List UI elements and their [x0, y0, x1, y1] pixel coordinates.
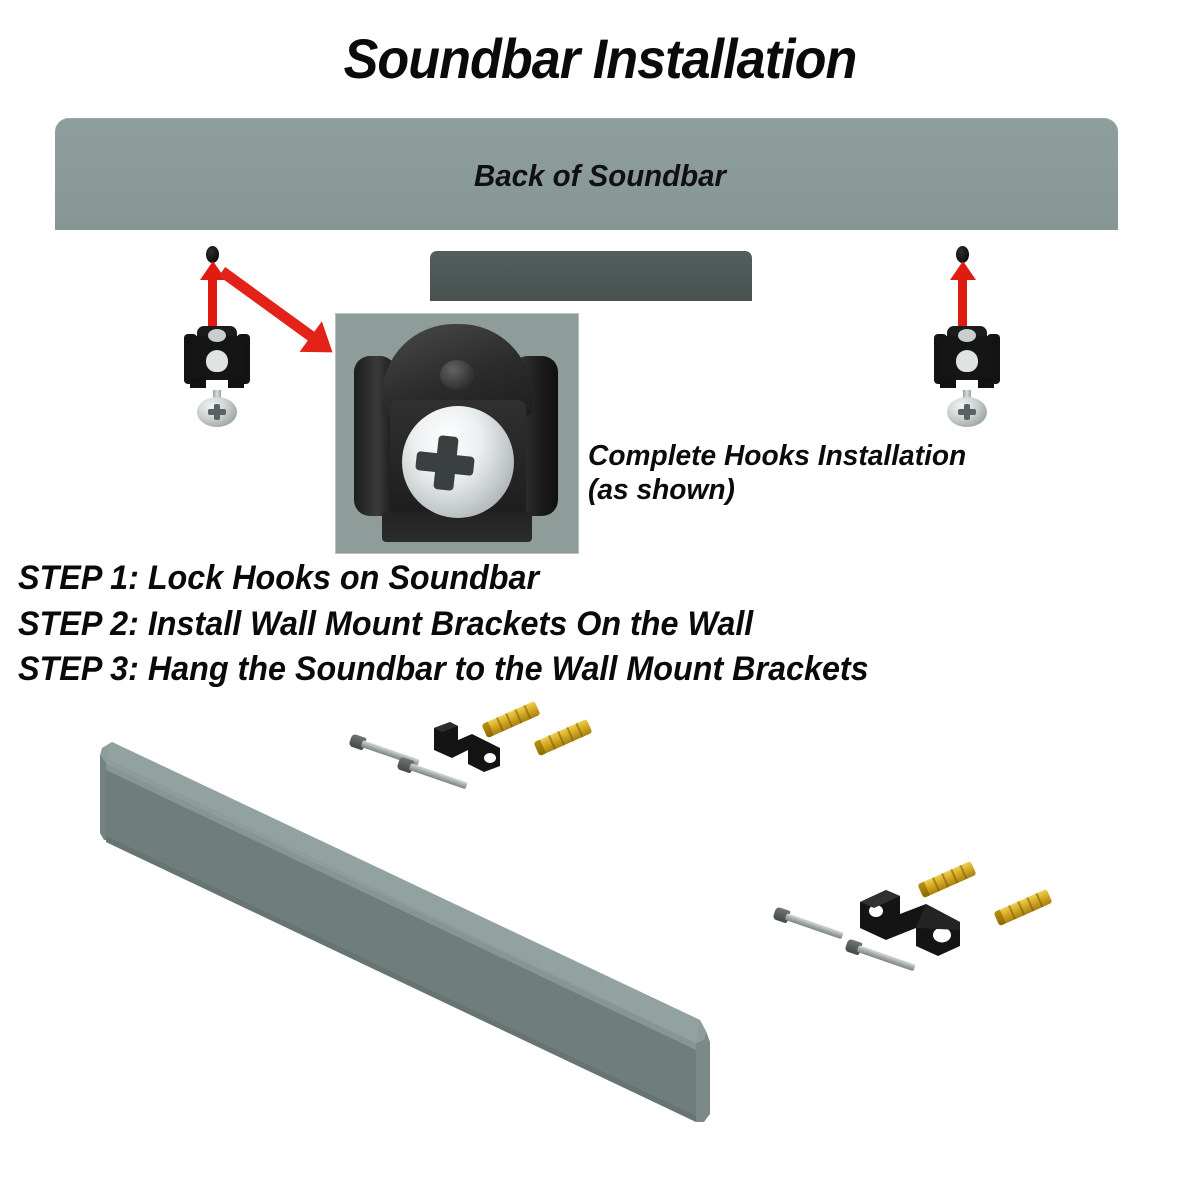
hook-keyhole-slot-icon — [206, 350, 228, 372]
steps-list: STEP 1: Lock Hooks on Soundbar STEP 2: I… — [18, 556, 1188, 693]
soundbar-3d-front-face — [106, 763, 696, 1122]
screw-phillips-horizontal-icon — [958, 409, 976, 415]
anchor-rib-icon — [1026, 896, 1035, 912]
bracket-hole-left-icon — [869, 905, 883, 917]
hook-screw-left — [197, 390, 237, 427]
hook-keyhole-slot-icon — [956, 350, 978, 372]
soundbar-cable-notch — [430, 251, 752, 303]
step-3: STEP 3: Hang the Soundbar to the Wall Mo… — [18, 650, 869, 689]
bracket-hole-right-icon — [933, 927, 951, 943]
hook-foot-right-icon — [978, 378, 994, 388]
arrow-up-left — [208, 278, 217, 370]
wall-mount-bracket-lower — [856, 884, 976, 962]
soundbar-3d-left-end-face — [100, 755, 106, 840]
anchor-rib-icon — [1017, 901, 1026, 916]
anchor-rib-icon — [1035, 892, 1044, 908]
anchor-rib-icon — [514, 708, 523, 724]
soundbar-back-panel — [55, 118, 1118, 327]
soundbar-3d-right-end-face — [696, 1031, 710, 1122]
screw-shank-icon — [963, 390, 971, 400]
hook-closeup-inset — [335, 313, 579, 554]
anchor-rib-icon — [496, 717, 505, 732]
hook-upper-hole-icon — [958, 329, 976, 342]
anchor-rib-icon — [575, 722, 584, 738]
hook-foot-left-icon — [190, 378, 206, 388]
hook-foot-right-icon — [228, 378, 244, 388]
anchor-rib-icon — [566, 726, 575, 742]
anchor-rib-icon — [557, 731, 566, 746]
mounting-hole-right — [956, 246, 969, 263]
step-1: STEP 1: Lock Hooks on Soundbar — [18, 559, 540, 597]
anchor-rib-icon — [950, 868, 959, 884]
anchor-rib-icon — [1008, 905, 1017, 920]
soundbar-back-upper-face — [55, 118, 1118, 230]
step-2: STEP 2: Install Wall Mount Brackets On t… — [18, 604, 754, 643]
arrow-up-right — [958, 278, 967, 370]
anchor-rib-icon — [959, 864, 968, 880]
hook-assembly-left — [184, 312, 250, 432]
hook-assembly-right — [934, 312, 1000, 432]
inset-caption: Complete Hooks Installation (as shown) — [588, 440, 1044, 507]
anchor-rib-icon — [941, 873, 950, 888]
anchor-cap-icon — [993, 909, 1006, 927]
screw-phillips-horizontal-icon — [208, 409, 226, 415]
anchor-rib-icon — [505, 713, 514, 728]
anchor-rib-icon — [548, 735, 557, 750]
page-title: Soundbar Installation — [343, 27, 858, 90]
anchor-rib-icon — [523, 704, 532, 720]
mounting-hole-left — [206, 246, 219, 263]
soundbar-3d-illustration — [60, 690, 850, 1160]
screw-shank-icon — [213, 390, 221, 400]
hook-foot-left-icon — [940, 378, 956, 388]
hook-upper-hole-icon — [208, 329, 226, 342]
inset-caption-line-2: (as shown) — [588, 473, 735, 506]
hook-screw-right — [947, 390, 987, 427]
wall-mount-bracket-upper — [428, 718, 510, 774]
bracket-hole-icon — [484, 753, 496, 763]
anchor-rib-icon — [932, 877, 941, 892]
inset-caption-line-1: Complete Hooks Installation — [588, 440, 967, 472]
inset-hook-knob-icon — [440, 360, 474, 390]
bracket-body-icon — [434, 722, 500, 772]
soundbar-back-label: Back of Soundbar — [473, 158, 726, 193]
wall-anchor-4 — [993, 888, 1053, 927]
